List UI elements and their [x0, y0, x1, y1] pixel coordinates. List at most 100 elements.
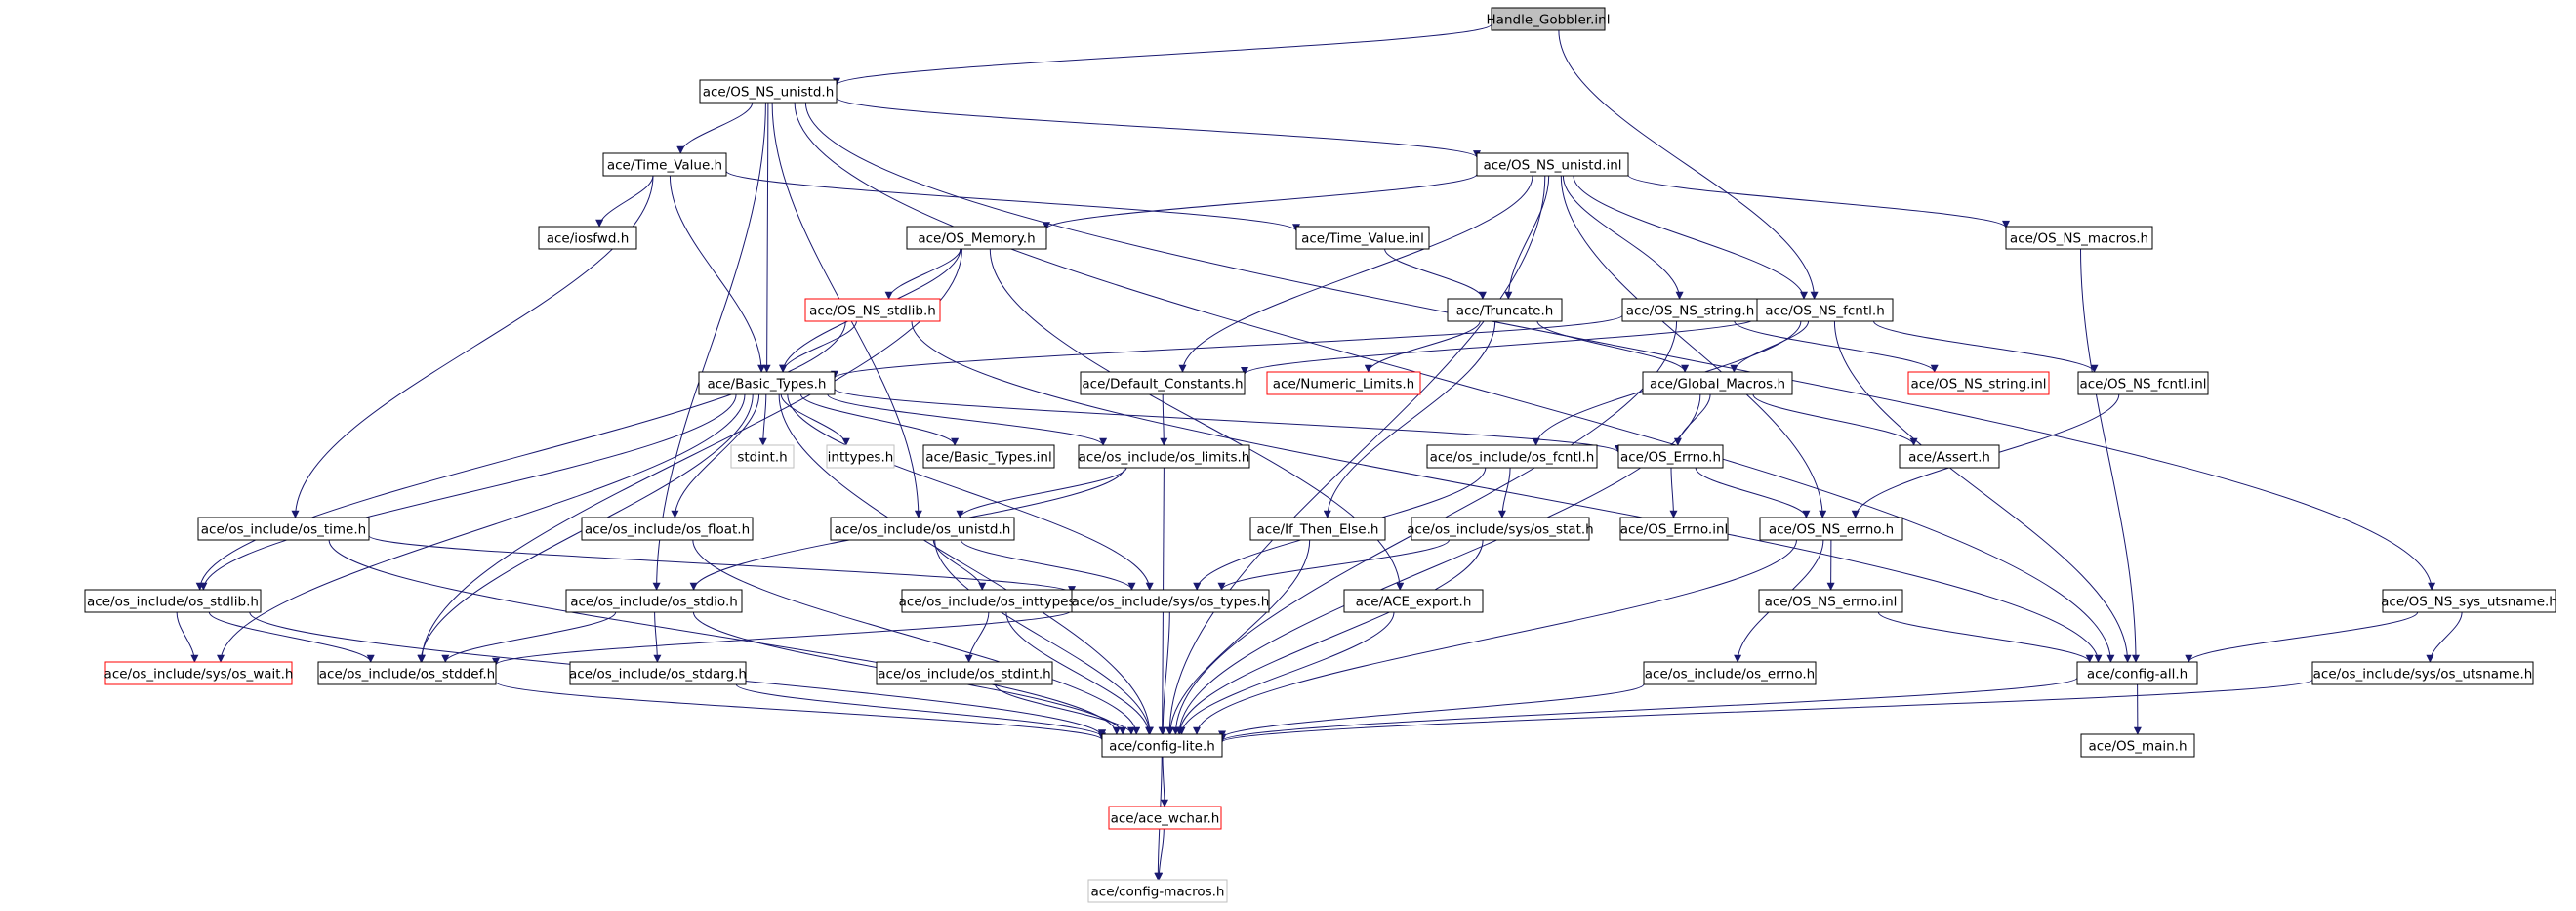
dependency-edge	[1218, 677, 2078, 742]
node-label: ace/OS_NS_errno.inl	[1765, 595, 1898, 610]
node-box	[699, 79, 838, 104]
graph-node[interactable]: ace/config-all.h	[2076, 661, 2198, 685]
dependency-edge	[199, 393, 737, 591]
node-box	[1078, 444, 1250, 469]
node-label: ace/os_include/os_stdlib.h	[87, 595, 259, 610]
graph-node[interactable]: ace/os_include/os_fcntl.h	[1426, 444, 1598, 469]
dependency-edge	[1573, 175, 1808, 300]
graph-node[interactable]: ace/ACE_export.h	[1343, 589, 1484, 613]
graph-node[interactable]: stdint.h	[730, 444, 795, 469]
graph-node[interactable]: ace/OS_NS_sys_utsname.h	[2381, 589, 2557, 613]
node-label: ace/OS_NS_fcntl.inl	[2079, 377, 2206, 393]
dependency-edge	[956, 467, 1127, 518]
node-label: ace/If_Then_Else.h	[1257, 522, 1379, 538]
graph-node[interactable]: ace/OS_NS_fcntl.inl	[2077, 371, 2209, 395]
graph-node[interactable]: ace/os_include/os_errno.h	[1643, 661, 1817, 685]
graph-node[interactable]: ace/os_include/os_inttypes.h	[899, 589, 1088, 613]
node-label: Handle_Gobbler.inl	[1487, 13, 1611, 28]
graph-node[interactable]: ace/os_include/os_stdlib.h	[84, 589, 262, 613]
node-box	[1295, 226, 1430, 250]
graph-node[interactable]: inttypes.h	[826, 444, 895, 469]
graph-node[interactable]: ace/Basic_Types.h	[698, 371, 836, 395]
graph-node[interactable]: ace/Default_Constants.h	[1080, 371, 1246, 395]
graph-node[interactable]: ace/os_include/os_time.h	[197, 517, 370, 541]
dependency-edge	[1536, 320, 1690, 373]
node-label: ace/config-macros.h	[1091, 885, 1225, 900]
graph-node[interactable]: ace/OS_NS_macros.h	[2005, 226, 2153, 250]
dependency-edge	[217, 393, 746, 663]
graph-node[interactable]: ace/os_include/os_unistd.h	[830, 517, 1015, 541]
graph-node[interactable]: ace/Numeric_Limits.h	[1266, 371, 1421, 395]
graph-node[interactable]: ace/os_include/sys/os_types.h	[1071, 589, 1270, 613]
graph-node[interactable]: ace/If_Then_Else.h	[1249, 517, 1386, 541]
node-label: ace/OS_NS_sys_utsname.h	[2381, 595, 2557, 610]
dependency-edge	[833, 23, 1492, 86]
node-box	[2076, 661, 2198, 685]
graph-node[interactable]: ace/OS_NS_stdlib.h	[804, 298, 941, 322]
node-box	[1643, 661, 1817, 685]
graph-node[interactable]: ace/Global_Macros.h	[1642, 371, 1793, 395]
node-label: ace/os_include/os_errno.h	[1645, 667, 1815, 683]
graph-node[interactable]: ace/OS_Errno.h	[1617, 444, 1724, 469]
graph-node[interactable]: ace/config-lite.h	[1101, 733, 1223, 758]
graph-node[interactable]: ace/os_include/os_stdio.h	[565, 589, 743, 613]
node-label: ace/os_include/os_time.h	[201, 522, 366, 538]
graph-node[interactable]: ace/Time_Value.h	[602, 152, 727, 177]
node-label: ace/OS_NS_errno.h	[1769, 522, 1894, 538]
dependency-edge	[1669, 467, 1678, 518]
graph-node[interactable]: ace/OS_NS_unistd.h	[699, 79, 838, 104]
graph-node[interactable]: ace/OS_Memory.h	[906, 226, 1047, 250]
graph-node[interactable]: ace/OS_NS_string.h	[1621, 298, 1759, 322]
dependency-edge	[780, 393, 850, 446]
dependency-edge	[779, 320, 857, 373]
node-box	[104, 661, 293, 685]
dependency-edge	[1833, 320, 2132, 663]
node-label: ace/OS_NS_macros.h	[2010, 231, 2148, 247]
dependency-edge	[787, 393, 1154, 591]
graph-node[interactable]: ace/Basic_Types.inl	[922, 444, 1055, 469]
node-label: ace/ACE_export.h	[1356, 595, 1472, 610]
graph-node[interactable]: ace/OS_Errno.inl	[1619, 517, 1729, 541]
graph-node[interactable]: ace/os_include/sys/os_wait.h	[104, 661, 294, 685]
node-box	[317, 661, 497, 685]
graph-node[interactable]: Handle_Gobbler.inl	[1487, 7, 1611, 31]
graph-node[interactable]: ace/os_include/os_stddef.h	[317, 661, 497, 685]
graph-node[interactable]: ace/OS_NS_string.inl	[1907, 371, 2050, 395]
graph-node[interactable]: ace/ace_wchar.h	[1108, 806, 1222, 830]
dependency-edge	[495, 681, 1106, 741]
graph-node[interactable]: ace/OS_main.h	[2080, 733, 2195, 758]
dependency-edge	[492, 609, 1073, 666]
graph-node[interactable]: ace/os_include/os_stdint.h	[876, 661, 1053, 685]
graph-node[interactable]: ace/OS_NS_fcntl.h	[1756, 298, 1894, 322]
node-box	[1491, 7, 1606, 31]
dependency-edge	[758, 393, 767, 446]
node-box	[1476, 152, 1629, 177]
node-label: ace/os_include/sys/os_types.h	[1072, 595, 1270, 610]
dependency-edge	[208, 611, 375, 663]
dependency-edge	[368, 535, 1076, 595]
dependency-edge	[1364, 320, 1481, 373]
graph-node[interactable]: ace/OS_NS_errno.inl	[1758, 589, 1903, 613]
node-label: ace/os_include/os_stdarg.h	[569, 667, 747, 683]
dependency-edge	[995, 683, 1135, 735]
graph-node[interactable]: ace/OS_NS_errno.h	[1759, 517, 1903, 541]
graph-node[interactable]: ace/os_include/os_float.h	[581, 517, 754, 541]
graph-node[interactable]: ace/os_include/sys/os_utsname.h	[2311, 661, 2534, 685]
graph-node[interactable]: ace/Assert.h	[1899, 444, 2000, 469]
dependency-edge	[794, 102, 2115, 663]
graph-node[interactable]: ace/config-macros.h	[1087, 879, 1228, 903]
node-box	[1266, 371, 1421, 395]
node-box	[602, 152, 727, 177]
graph-node[interactable]: ace/Time_Value.inl	[1295, 226, 1430, 250]
dependency-edge	[961, 539, 1136, 591]
graph-node[interactable]: ace/Truncate.h	[1447, 298, 1563, 322]
graph-node[interactable]: ace/iosfwd.h	[538, 226, 637, 250]
dependency-edge	[195, 320, 846, 591]
graph-node[interactable]: ace/os_include/os_limits.h	[1078, 444, 1250, 469]
graph-node[interactable]: ace/os_include/sys/os_stat.h	[1407, 517, 1594, 541]
dependency-edge	[932, 539, 987, 591]
node-label: ace/Numeric_Limits.h	[1273, 377, 1414, 393]
graph-node[interactable]: ace/os_include/os_stdarg.h	[569, 661, 747, 685]
node-label: ace/config-all.h	[2087, 667, 2188, 683]
graph-node[interactable]: ace/OS_NS_unistd.inl	[1476, 152, 1629, 177]
